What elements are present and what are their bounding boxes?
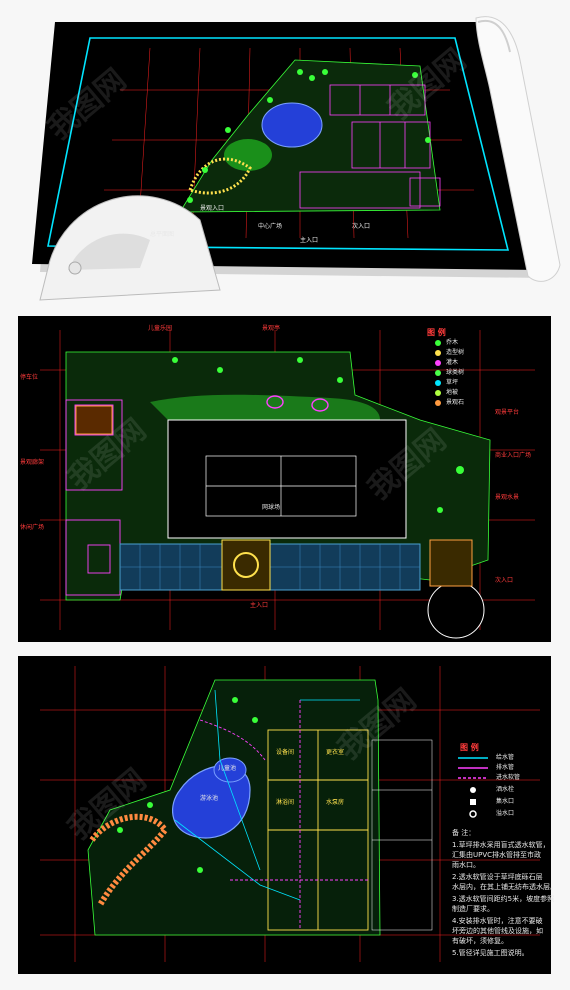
sheet1-label: 景观入口 [200, 205, 225, 212]
sheet3-note-line: 制造厂要求。 [452, 905, 494, 913]
sheet2-label: 景观亭 [262, 325, 281, 332]
sheet3-note-line: 水层内，在其上铺无纺布透水层。 [452, 883, 557, 891]
sheet2-legend-item: 造型树 [446, 349, 465, 356]
sheet3-room-label: 设备间 [276, 749, 295, 756]
sheet1-pool [261, 102, 323, 148]
sheet1-label: 总平面图 [150, 231, 175, 238]
sheet3-note-line: 3.透水软管间距约5米，坡度参照 [452, 895, 555, 903]
sheet3-legend-item: 洒水栓 [496, 786, 515, 793]
sheet3-room-label: 更衣室 [326, 749, 345, 756]
sheet3-notes-title: 备 注： [452, 829, 476, 837]
sheet3-note-line: 4.安装排水管时，注意不要破 [452, 917, 543, 925]
sheet2-label: 主入口 [250, 602, 269, 609]
sheet3-legend-item: 给水管 [496, 754, 515, 761]
sheet3-note-line: 2.透水软管设于草坪底砾石层 [452, 873, 543, 881]
sheet2-legend-item: 景观石 [446, 399, 465, 406]
sheet3-note-line: 汇集由UPVC排水管排至市政 [452, 851, 542, 859]
sheet3-legend-item: 排水管 [496, 764, 515, 771]
sheet3-legend-item: 溢水口 [496, 810, 515, 817]
sheet2-legend-item: 乔木 [446, 339, 459, 346]
sheet1-label: 次入口 [352, 223, 371, 230]
sheet2-legend-item: 球类树 [446, 369, 465, 376]
sheet3-room-label: 水泵房 [326, 799, 345, 806]
sheet2-legend-item: 灌木 [446, 359, 459, 366]
sheet2-label: 儿童乐园 [148, 325, 173, 332]
sheet2-label: 网球场 [262, 504, 281, 511]
sheet3-legend-title: 图 例 [460, 743, 479, 752]
sheet2-label: 景观廊架 [20, 459, 45, 466]
sheet2-label: 次入口 [495, 577, 514, 584]
sheet2-label: 景观水景 [495, 494, 520, 501]
sheet3-note-line: 有破坏，须修复。 [452, 937, 508, 945]
sheet3-note-line: 坏旁边的其他管线及设施，如 [452, 927, 543, 935]
sheet2-legend-title: 图 例 [427, 328, 446, 337]
sheet2-legend-item: 地被 [446, 389, 459, 396]
sheet3-room-label: 淋浴间 [276, 799, 295, 806]
sheet2-label: 商业入口广场 [495, 452, 532, 459]
sheet2-legend-item: 草坪 [446, 379, 459, 386]
sheet3-note-line: 5.管径详见施工图说明。 [452, 949, 529, 957]
sheet3-note-line: 1.草坪排水采用盲式透水软管， [452, 841, 550, 849]
sheet2-label: 休闲广场 [20, 524, 45, 531]
sheet1-label: 主入口 [300, 237, 319, 244]
sheet1-label: 中心广场 [258, 223, 283, 230]
sheet3-legend-item: 集水口 [496, 798, 515, 805]
sheet2-label: 观景平台 [495, 409, 520, 416]
sheet3-pool-label: 儿童池 [218, 765, 237, 772]
sheet3-pool-label: 游泳池 [200, 795, 219, 802]
sheet3-legend-item: 进水软管 [496, 774, 521, 781]
sheet2-label: 停车位 [20, 374, 39, 381]
sheet3-note-line: 雨水口。 [452, 861, 480, 869]
